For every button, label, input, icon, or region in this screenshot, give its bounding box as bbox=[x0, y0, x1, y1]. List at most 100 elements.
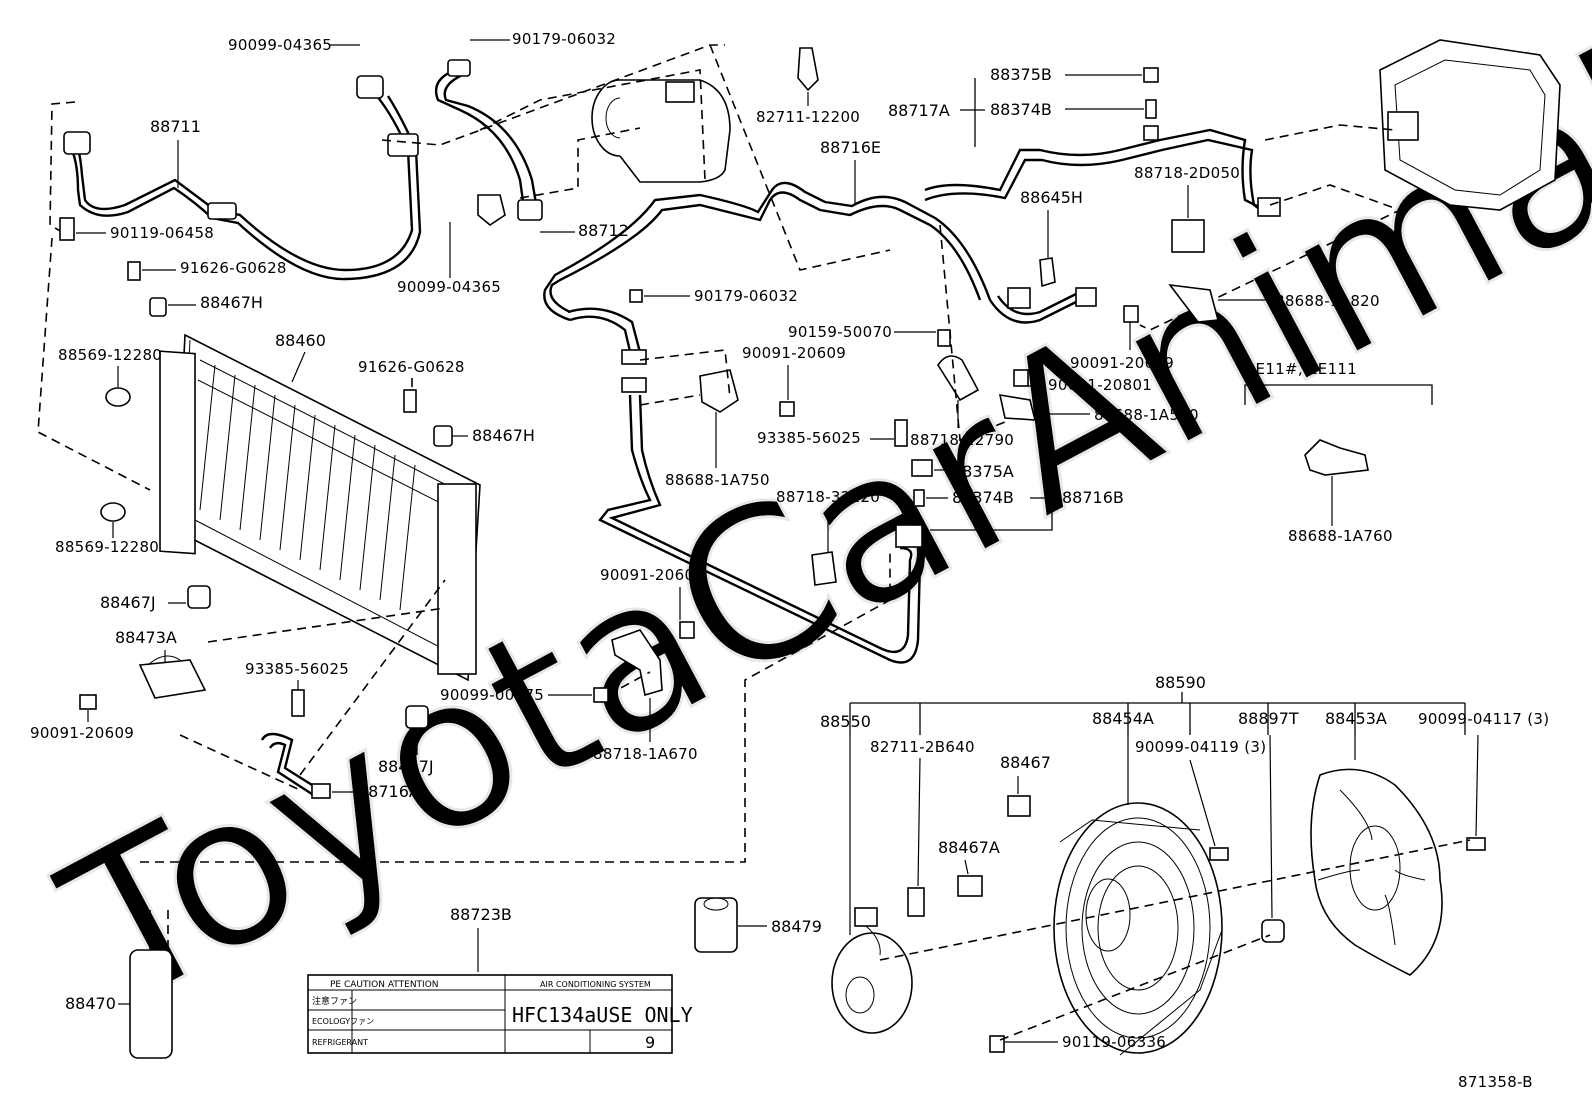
bolt-90119-06458[interactable] bbox=[59, 217, 75, 241]
bolt-90091-20609-d[interactable] bbox=[1123, 305, 1139, 323]
fan-motor-88550[interactable] bbox=[831, 907, 913, 1034]
label-88717a[interactable]: 88717A bbox=[888, 101, 950, 120]
label-88454a[interactable]: 88454A bbox=[1092, 709, 1154, 728]
bolt-91626-g0628-b[interactable] bbox=[403, 389, 417, 413]
label-88460[interactable]: 88460 bbox=[275, 331, 326, 350]
bracket-88688-1a530[interactable] bbox=[998, 394, 1037, 421]
hose-88712[interactable] bbox=[434, 59, 543, 226]
fan-blade-88453a[interactable] bbox=[1310, 768, 1443, 976]
bolt-90091-20609-c[interactable] bbox=[679, 621, 695, 639]
bracket-88688-1a820[interactable] bbox=[1168, 283, 1220, 323]
bushing-88897t[interactable] bbox=[1261, 919, 1285, 943]
hose-88711[interactable] bbox=[63, 75, 422, 281]
label-88467j-b[interactable]: 88467J bbox=[378, 757, 434, 776]
bolt-93385-56025-b[interactable] bbox=[894, 419, 908, 447]
cap-88375b[interactable] bbox=[1143, 67, 1159, 83]
label-88374b-a[interactable]: 88374B bbox=[990, 100, 1052, 119]
evaporator-unit[interactable] bbox=[1379, 39, 1561, 211]
switch-88645h[interactable] bbox=[1039, 257, 1056, 288]
label-90099-04365-b[interactable]: 90099-04365 bbox=[397, 278, 501, 296]
label-88467h-b[interactable]: 88467H bbox=[472, 426, 535, 445]
label-88645h[interactable]: 88645H bbox=[1020, 188, 1083, 207]
nut-90179-06032-b[interactable] bbox=[629, 289, 643, 303]
label-88688-1a750[interactable]: 88688-1A750 bbox=[665, 471, 770, 489]
label-90179-06032-a[interactable]: 90179-06032 bbox=[512, 30, 616, 48]
valve-88374b-b[interactable] bbox=[913, 489, 925, 507]
clip-90159-50070[interactable] bbox=[937, 329, 951, 347]
label-90099-04365-a[interactable]: 90099-04365 bbox=[228, 36, 332, 54]
label-88479[interactable]: 88479 bbox=[771, 917, 822, 936]
label-90099-04119[interactable]: 90099-04119 (3) bbox=[1135, 738, 1266, 756]
cushion-88467[interactable] bbox=[1007, 795, 1031, 817]
bracket-88688-1a760[interactable] bbox=[1304, 439, 1369, 476]
clip-88569-12280-b[interactable] bbox=[100, 502, 126, 522]
label-88711[interactable]: 88711 bbox=[150, 117, 201, 136]
label-90119-06336[interactable]: 90119-06336 bbox=[1062, 1033, 1166, 1051]
label-91626-g0628-b[interactable]: 91626-G0628 bbox=[358, 358, 465, 376]
label-90119-06458[interactable]: 90119-06458 bbox=[110, 224, 214, 242]
label-88716e[interactable]: 88716E bbox=[820, 138, 881, 157]
label-88688-1a820[interactable]: 88688-1A820 bbox=[1275, 292, 1380, 310]
clamp-82711-12200[interactable] bbox=[797, 47, 819, 92]
pipe-88716a[interactable] bbox=[260, 732, 331, 800]
cushion-88467j-a[interactable] bbox=[187, 585, 211, 609]
dryer-88479[interactable] bbox=[694, 897, 738, 953]
label-88718-12790[interactable]: 88718-12790 bbox=[910, 431, 1014, 449]
label-90099-04117[interactable]: 90099-04117 (3) bbox=[1418, 710, 1549, 728]
clip-88569-12280-a[interactable] bbox=[105, 387, 131, 407]
bolt-90091-20609-a[interactable] bbox=[79, 694, 97, 710]
bracket-88473a[interactable] bbox=[138, 655, 207, 699]
label-90091-20609-b[interactable]: 90091-20609 bbox=[742, 344, 846, 362]
receiver-dryer-88470[interactable] bbox=[129, 910, 173, 1059]
label-88897t[interactable]: 88897T bbox=[1238, 709, 1299, 728]
label-90159-50070[interactable]: 90159-50070 bbox=[788, 323, 892, 341]
label-88453a[interactable]: 88453A bbox=[1325, 709, 1387, 728]
label-90179-06032-b[interactable]: 90179-06032 bbox=[694, 287, 798, 305]
label-93385-56025-b[interactable]: 93385-56025 bbox=[757, 429, 861, 447]
caution-label-88723b[interactable]: PE CAUTION ATTENTION AIR CONDITIONING SY… bbox=[307, 974, 693, 1054]
label-88467[interactable]: 88467 bbox=[1000, 753, 1051, 772]
pipe-88717a[interactable] bbox=[924, 128, 1281, 324]
label-90091-20609-a[interactable]: 90091-20609 bbox=[30, 724, 134, 742]
label-88712[interactable]: 88712 bbox=[578, 221, 629, 240]
bolt-93385-56025-a[interactable] bbox=[291, 689, 305, 717]
label-88550[interactable]: 88550 bbox=[820, 712, 871, 731]
bolt-90099-04117[interactable] bbox=[1466, 837, 1486, 851]
label-88569-12280-a[interactable]: 88569-12280 bbox=[58, 346, 162, 364]
nut-90099-00275[interactable] bbox=[593, 687, 609, 703]
label-88716a[interactable]: 88716A bbox=[358, 782, 420, 801]
label-88470[interactable]: 88470 bbox=[65, 994, 116, 1013]
pipe-88716e[interactable] bbox=[543, 181, 992, 393]
bracket-88688-1a750[interactable] bbox=[639, 349, 739, 413]
fan-shroud-88454a[interactable] bbox=[1053, 802, 1223, 1056]
bracket-88718-12790[interactable] bbox=[937, 355, 980, 402]
clamp-82711-2b640[interactable] bbox=[907, 887, 925, 917]
label-88723b[interactable]: 88723B bbox=[450, 905, 512, 924]
label-93385-56025-a[interactable]: 93385-56025 bbox=[245, 660, 349, 678]
label-88467j-a[interactable]: 88467J bbox=[100, 593, 156, 612]
bolt-91626-g0628-a[interactable] bbox=[127, 261, 141, 281]
label-88718-2d050[interactable]: 88718-2D050 bbox=[1134, 164, 1240, 182]
cushion-88467h-a[interactable] bbox=[149, 297, 167, 317]
label-88688-1a530[interactable]: 88688-1A530 bbox=[1094, 406, 1199, 424]
label-88590[interactable]: 88590 bbox=[1155, 673, 1206, 692]
cushion-88467j-b[interactable] bbox=[405, 705, 429, 729]
label-90099-00275[interactable]: 90099-00275 bbox=[440, 686, 544, 704]
label-82711-12200[interactable]: 82711-12200 bbox=[756, 108, 860, 126]
cushion-88467h-b[interactable] bbox=[433, 425, 453, 447]
label-91626-g0628-a[interactable]: 91626-G0628 bbox=[180, 259, 287, 277]
compressor[interactable] bbox=[591, 79, 731, 183]
cap-88375a[interactable] bbox=[911, 459, 933, 477]
label-88718-1a670[interactable]: 88718-1A670 bbox=[593, 745, 698, 763]
valve-88374b-a[interactable] bbox=[1145, 99, 1157, 119]
bolt-90091-20609-b[interactable] bbox=[779, 401, 795, 417]
condenser-88460[interactable] bbox=[159, 333, 481, 682]
label-88569-12280-b[interactable]: 88569-12280 bbox=[55, 538, 159, 556]
pipe-88716b[interactable] bbox=[598, 394, 923, 664]
bracket-88718-1a670[interactable] bbox=[611, 629, 663, 697]
bolt-90099-04119[interactable] bbox=[1209, 847, 1229, 861]
label-88467a[interactable]: 88467A bbox=[938, 838, 1000, 857]
bracket-88718-2d050[interactable] bbox=[1171, 219, 1205, 253]
label-90091-20801[interactable]: 90091-20801 bbox=[1048, 376, 1152, 394]
label-88375a[interactable]: 88375A bbox=[952, 462, 1014, 481]
